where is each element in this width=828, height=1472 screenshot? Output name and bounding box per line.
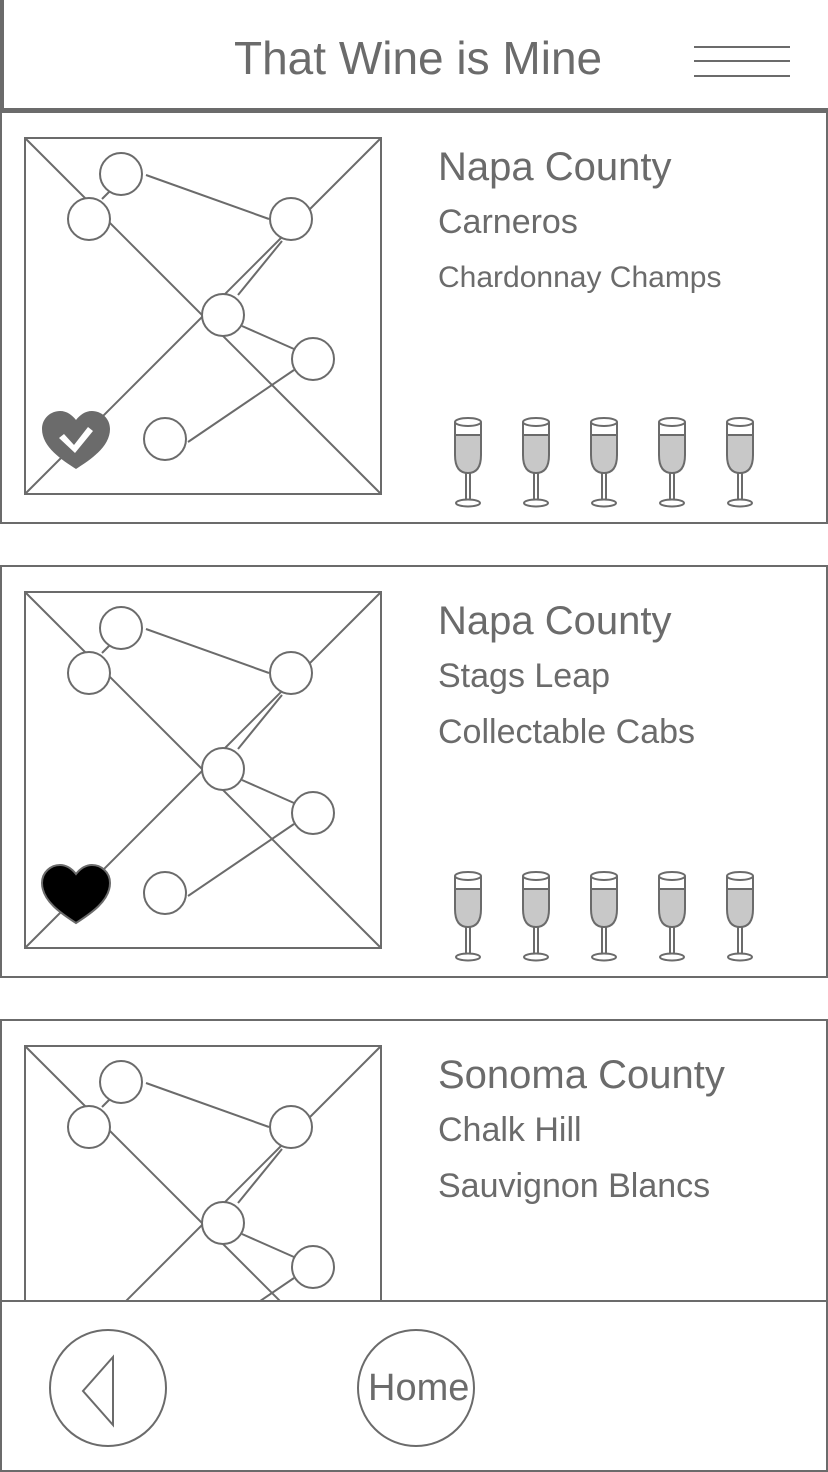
hamburger-menu-icon[interactable]: [694, 42, 790, 78]
app-header: That Wine is Mine: [0, 0, 828, 111]
home-button[interactable]: Home: [357, 1329, 475, 1447]
wine-glass-icon: [448, 417, 488, 509]
wine-region: Napa County: [438, 599, 672, 643]
wine-collection: Chardonnay Champs: [438, 261, 722, 294]
wine-subregion: Chalk Hill: [438, 1111, 582, 1149]
back-triangle-icon: [81, 1354, 114, 1428]
wine-glass-icon: [720, 871, 760, 963]
app-title: That Wine is Mine: [234, 32, 603, 84]
home-label: Home: [368, 1367, 470, 1409]
bottom-nav: Home: [0, 1300, 828, 1472]
wine-glass-icon: [516, 417, 556, 509]
wine-glass-icon: [516, 871, 556, 963]
heart-icon[interactable]: [40, 863, 112, 927]
wine-region: Napa County: [438, 145, 672, 189]
rating-glasses: [448, 871, 758, 963]
wine-glass-icon: [584, 871, 624, 963]
wine-region: Sonoma County: [438, 1053, 725, 1097]
wine-collection: Sauvignon Blancs: [438, 1167, 711, 1205]
rating-glasses: [448, 417, 758, 509]
wine-glass-icon: [720, 417, 760, 509]
wine-collection: Collectable Cabs: [438, 713, 696, 751]
heart-icon[interactable]: [40, 409, 112, 473]
wine-card[interactable]: Napa County Carneros Chardonnay Champs: [0, 111, 828, 524]
wine-glass-icon: [584, 417, 624, 509]
wine-subregion: Carneros: [438, 203, 578, 241]
wine-subregion: Stags Leap: [438, 657, 611, 695]
wine-glass-icon: [652, 417, 692, 509]
wine-glass-icon: [448, 871, 488, 963]
wine-card[interactable]: Napa County Stags Leap Collectable Cabs: [0, 565, 828, 978]
wine-glass-icon: [652, 871, 692, 963]
back-button[interactable]: [49, 1329, 167, 1447]
